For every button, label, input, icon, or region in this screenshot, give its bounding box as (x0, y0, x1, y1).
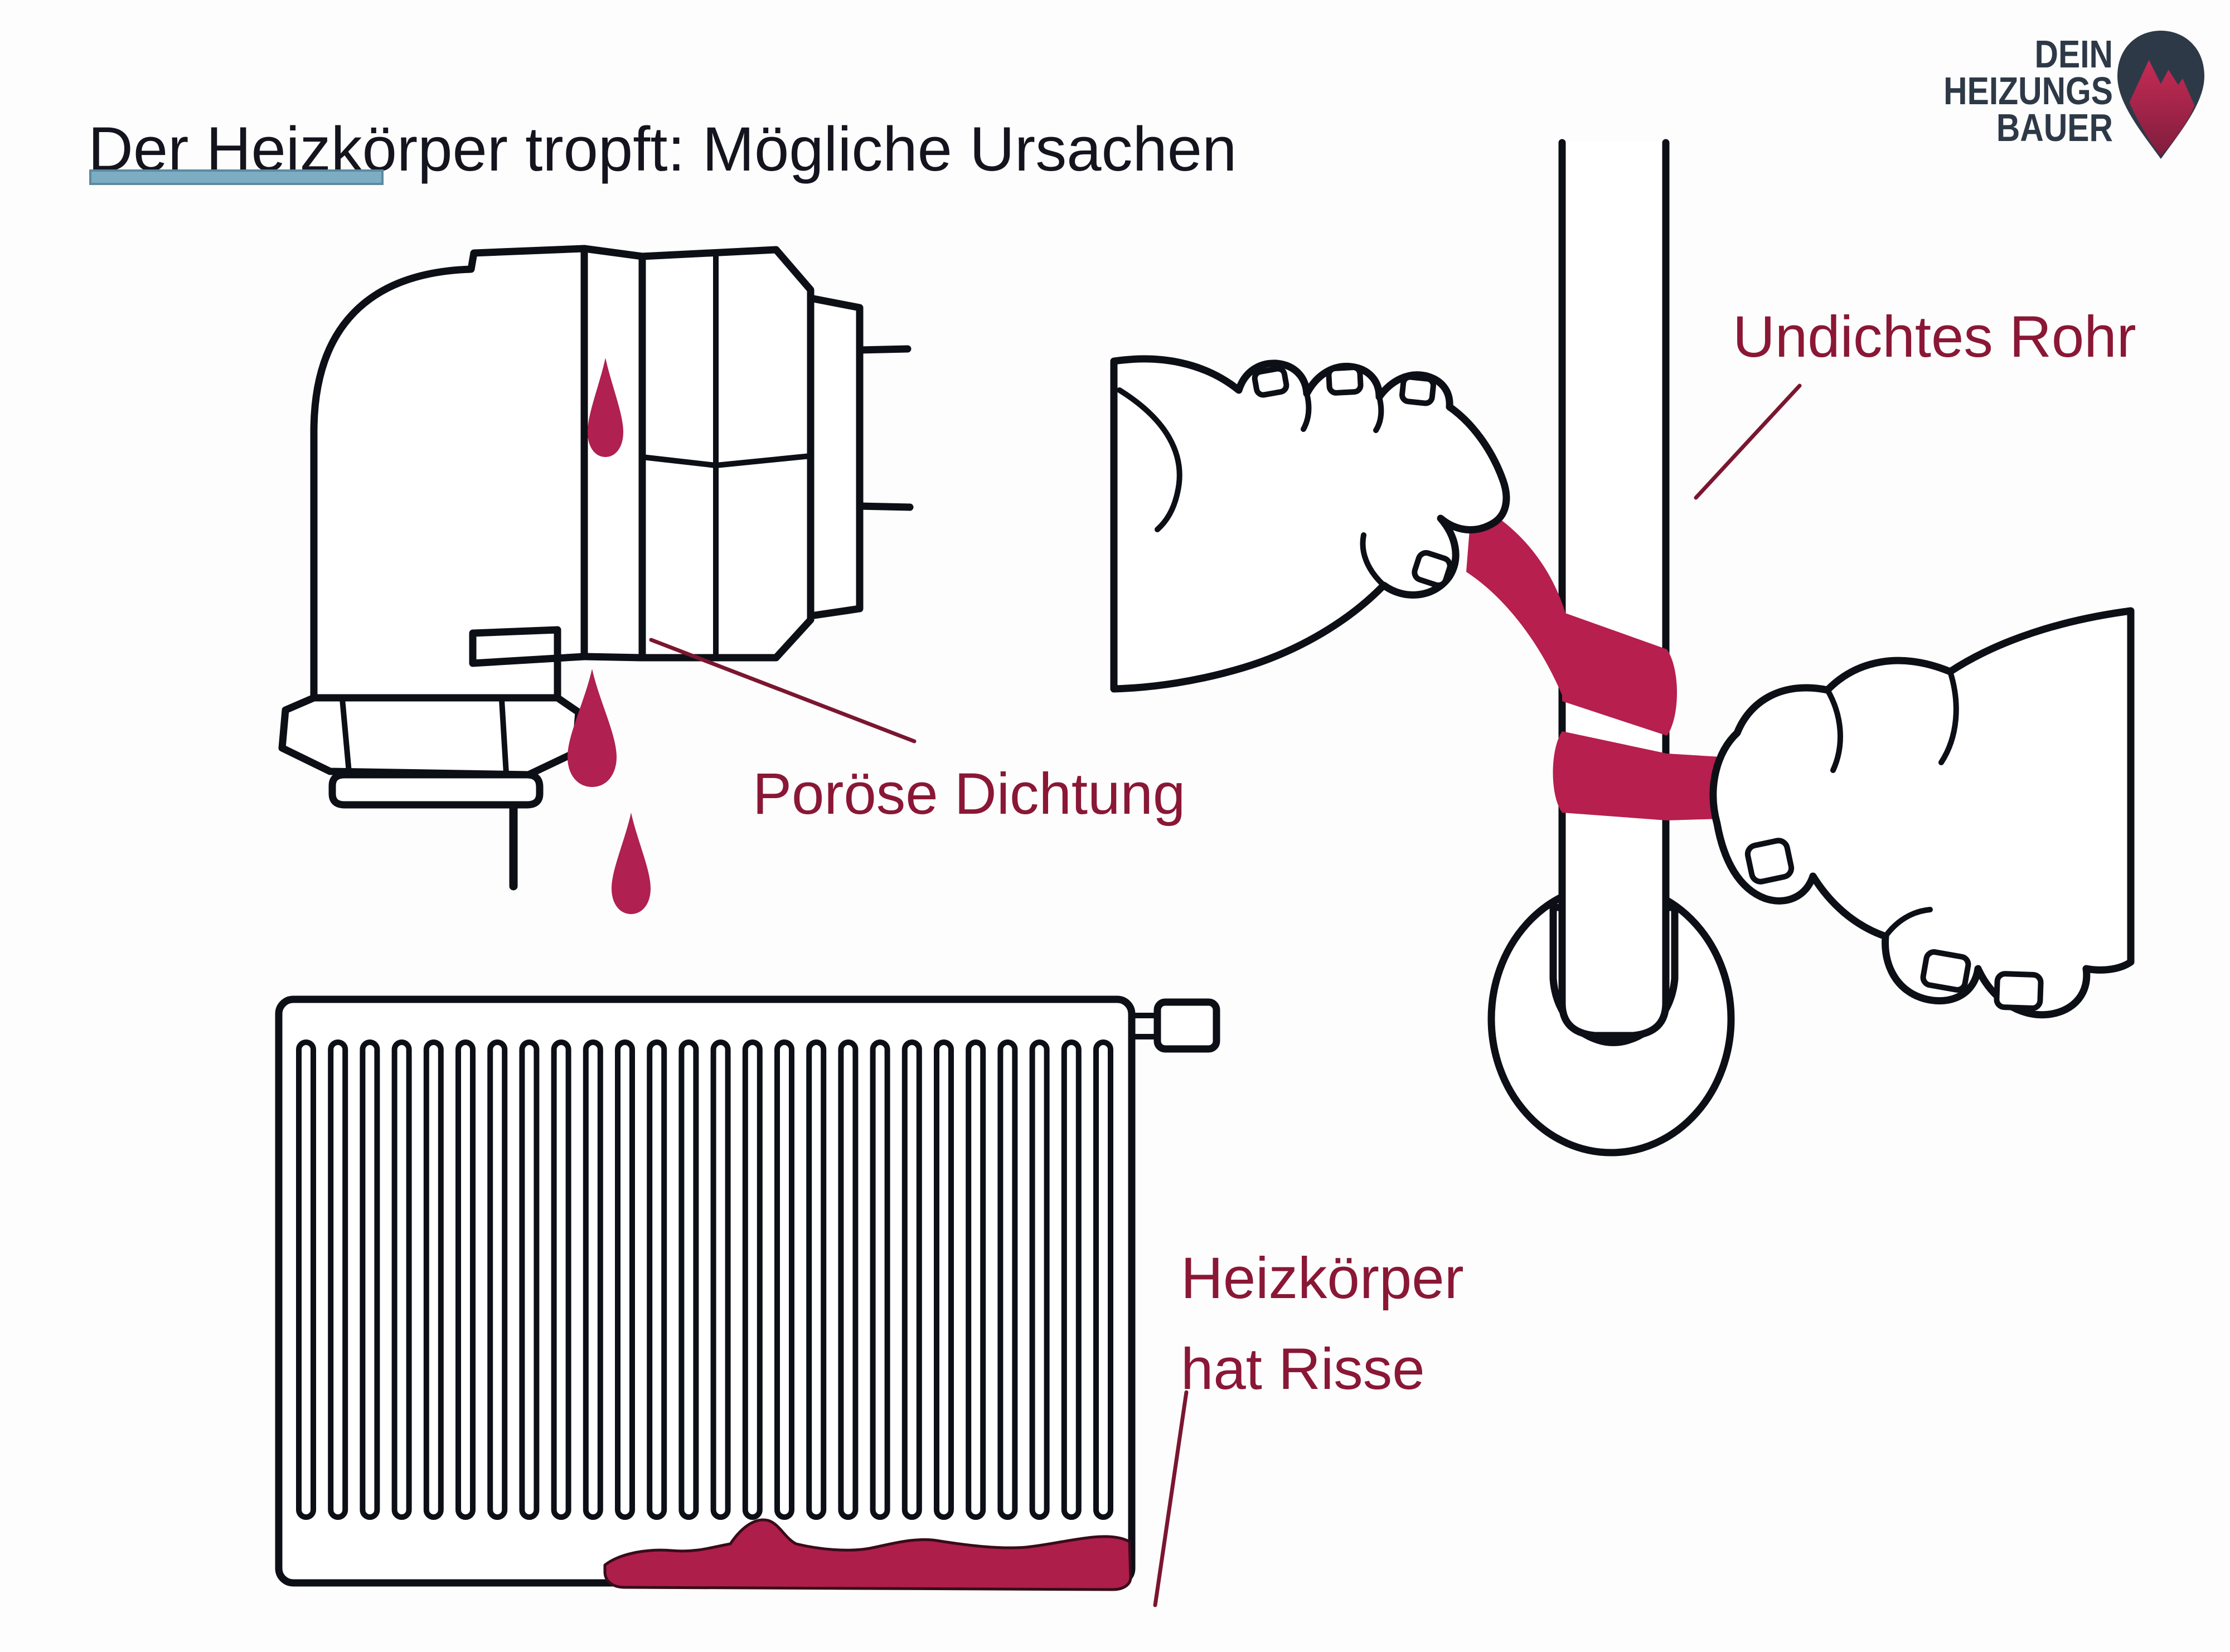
brand-logo-text: DEIN HEIZUNGS BAUER (1840, 32, 2113, 149)
label-heizkoerper-hat-risse: Heizkörper hat Risse (1181, 1233, 1464, 1415)
bottom-hex-facet-right (499, 697, 509, 776)
fingernail-icon (1994, 971, 2044, 1011)
radiator-slat (583, 1039, 603, 1520)
radiator-slat (997, 1039, 1018, 1520)
right-knuckle-crease-1 (1825, 687, 1843, 773)
pipe-fill (1562, 143, 1666, 1036)
right-hand (1709, 607, 2135, 1019)
sealing-tape-lower-wrap (1562, 731, 1667, 820)
radiator-slat (423, 1039, 444, 1520)
pipe-end-cap (807, 294, 864, 620)
thumbnail-icon (1744, 838, 1795, 885)
water-drop-icon-3 (612, 813, 651, 914)
radiator-slat (391, 1039, 412, 1520)
label-heizkoerper-line-1: Heizkörper (1181, 1246, 1464, 1311)
label-heizkoerper-line-2: hat Risse (1181, 1337, 1425, 1402)
radiator-slat (360, 1039, 380, 1520)
radiator-slat (455, 1039, 476, 1520)
fingernail-icon (1326, 365, 1364, 396)
label-poroese-dichtung: Poröse Dichtung (753, 761, 1186, 827)
bottom-collar (328, 771, 544, 809)
radiator-slat (870, 1039, 890, 1520)
crack-leak-stain (603, 1518, 1132, 1591)
union-nut-facet (639, 453, 813, 468)
sealing-tape-left-edge (1553, 731, 1562, 813)
radiator-illustration (275, 995, 1220, 1591)
bottom-hex-nut (278, 694, 583, 779)
bottom-hex-facet-left (340, 696, 352, 775)
radiator-slat (742, 1039, 763, 1520)
pipe-line-upper (856, 345, 912, 354)
vertical-pipe (1558, 139, 1670, 1039)
radiator-slat (806, 1039, 827, 1520)
sealing-tape-upper-wrap (1562, 612, 1667, 736)
sealing-tape-upper-run (1466, 502, 1565, 703)
valve-stem (1129, 1013, 1160, 1039)
radiator-slat (296, 1039, 316, 1520)
water-drop-icon-2 (568, 669, 617, 787)
radiator-slat (1093, 1039, 1113, 1520)
radiator-slat (519, 1039, 540, 1520)
title-underline (89, 169, 384, 185)
leaking-pipe-illustration (1110, 139, 2135, 1157)
radiator-slat (934, 1039, 954, 1520)
leader-line-heizkoerper-risse (1153, 1390, 1189, 1607)
left-finger-crease-2 (1373, 394, 1384, 433)
right-palm-crease (1883, 907, 1933, 939)
logo-pin-icon (2117, 30, 2204, 159)
radiator-slat (1029, 1039, 1050, 1520)
radiator-slat (551, 1039, 571, 1520)
left-thumb-crease (1360, 532, 1387, 588)
thumbnail-icon (1412, 550, 1453, 589)
pipe-line-lower (856, 502, 914, 511)
left-wrist-crease (1117, 387, 1182, 532)
radiator-slat (901, 1039, 922, 1520)
radiator-slats (296, 1039, 1113, 1520)
logo-line-2: HEIZUNGS (1943, 69, 2113, 113)
sealing-tape-wrap-edge (1667, 649, 1677, 736)
radiator-slat (328, 1039, 348, 1520)
radiator-slat (487, 1039, 508, 1520)
radiator-slat (678, 1039, 699, 1520)
radiator-valve-knob (1153, 998, 1220, 1053)
leader-line-poroese-dichtung (649, 638, 917, 744)
fingernail-icon (1252, 366, 1289, 398)
right-hand-outline (1709, 607, 2135, 1019)
elbow-body (310, 245, 588, 702)
label-undichtes-rohr: Undichtes Rohr (1733, 304, 2136, 370)
radiator-slat (647, 1039, 667, 1520)
left-finger-crease-1 (1301, 391, 1312, 432)
logo-line-3: BAUER (1996, 106, 2113, 149)
radiator-slat (774, 1039, 794, 1520)
radiator-slat (615, 1039, 635, 1520)
radiator-slat (1061, 1039, 1082, 1520)
leader-line-undichtes-rohr (1694, 383, 1802, 500)
radiator-slat (838, 1039, 859, 1520)
right-knuckle-crease-2 (1938, 669, 1959, 765)
radiator-slat (966, 1039, 986, 1520)
pin-mountain-shape (2129, 60, 2195, 156)
fingernail-icon (1920, 949, 1971, 993)
pipe-elbow-fitting-illustration (278, 245, 914, 914)
left-hand (1110, 355, 1510, 693)
left-hand-outline (1110, 355, 1510, 693)
fingernail-icon (1399, 374, 1436, 406)
water-drop-icon-1 (588, 358, 623, 457)
union-nut (638, 246, 815, 662)
logo-line-1: DEIN (2034, 32, 2113, 76)
radiator-slat (710, 1039, 731, 1520)
